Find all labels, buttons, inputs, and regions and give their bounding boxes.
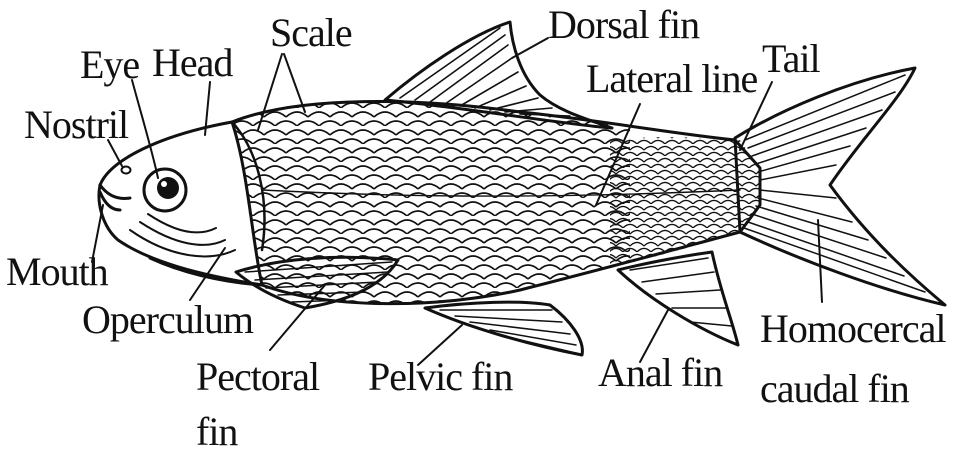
label-operculum: Operculum (82, 297, 254, 342)
label-tail: Tail (762, 36, 821, 81)
label-pectoral-fin-1: Pectoral (196, 354, 320, 399)
label-head: Head (152, 40, 233, 85)
label-pectoral-fin-2: fin (196, 409, 238, 453)
label-dorsal-fin: Dorsal fin (548, 2, 700, 47)
label-mouth: Mouth (6, 249, 109, 294)
label-eye: Eye (80, 42, 139, 87)
label-pelvic-fin: Pelvic fin (368, 354, 513, 399)
anal-fin (618, 252, 738, 345)
caudal-fin-leader (818, 220, 822, 302)
label-anal-fin: Anal fin (598, 350, 723, 395)
label-homocercal: Homocercal (760, 306, 946, 351)
label-lateral-line: Lateral line (586, 56, 757, 101)
eye-icon (144, 169, 186, 211)
label-caudal-fin: caudal fin (760, 366, 910, 411)
eye-leader (132, 80, 158, 178)
pelvic-fin (425, 302, 582, 355)
dorsal-fin-leader (512, 38, 548, 58)
label-scale: Scale (270, 10, 352, 55)
nostril-icon (122, 167, 131, 174)
label-nostril: Nostril (24, 102, 129, 147)
caudal-fin (735, 68, 945, 305)
